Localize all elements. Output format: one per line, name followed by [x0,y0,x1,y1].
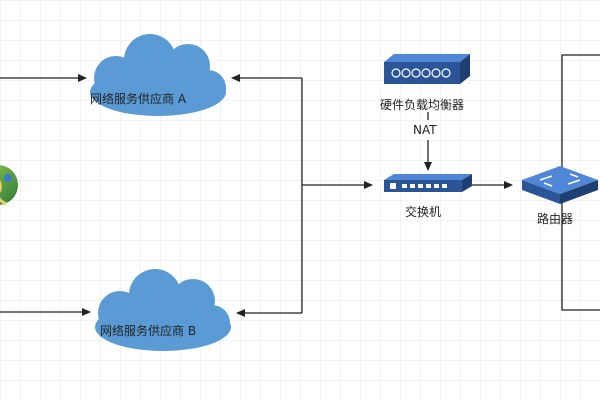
line-router-top [561,54,600,172]
isp-a-label: 网络服务供应商 A [90,92,187,106]
load-balancer-icon [384,54,470,84]
isp-b-cloud-icon [95,269,231,351]
nat-label: NAT [413,123,437,137]
switch-label: 交换机 [405,205,442,219]
line-router-bottom [561,198,600,311]
connection-lines [0,54,600,317]
isp-a-cloud-icon [90,34,226,116]
switch-icon [384,174,472,192]
router-icon [522,166,598,204]
internet-globe-icon [0,165,18,206]
isp-b-label: 网络服务供应商 B [100,324,197,338]
router-label: 路由器 [537,212,574,226]
load-balancer-label: 硬件负载均衡器 [380,98,465,112]
